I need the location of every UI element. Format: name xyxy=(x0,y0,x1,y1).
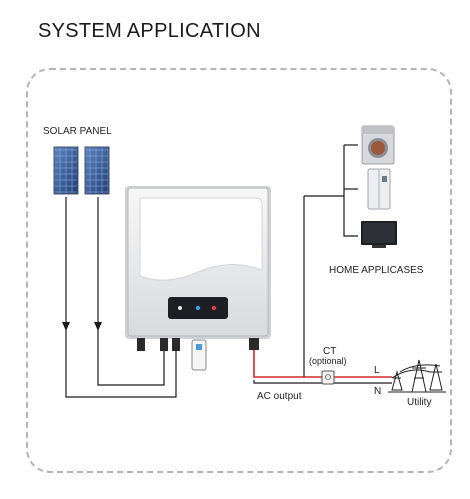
home-appliances-label: HOME APPLICASES xyxy=(329,265,424,276)
ct-optional-label: (optional) xyxy=(309,356,347,366)
line-l-label: L xyxy=(374,365,380,376)
ct-label: CT xyxy=(323,346,337,357)
utility-tower-icon xyxy=(388,359,446,393)
page-title: SYSTEM APPLICATION xyxy=(38,20,261,42)
television-icon xyxy=(361,221,397,248)
ac-output-label: AC output xyxy=(257,391,302,402)
ac-wires xyxy=(253,144,392,384)
diagram-frame xyxy=(26,68,452,473)
refrigerator-icon xyxy=(367,168,391,210)
inverter-icon xyxy=(125,186,271,371)
washing-machine-icon xyxy=(361,125,395,165)
utility-label: Utility xyxy=(407,397,432,408)
solar-panel-icon xyxy=(53,146,110,195)
solar-panel-label: SOLAR PANEL xyxy=(43,126,112,137)
line-n-label: N xyxy=(374,386,382,397)
ct-sensor-icon xyxy=(321,370,335,385)
dc-wires xyxy=(62,197,177,398)
